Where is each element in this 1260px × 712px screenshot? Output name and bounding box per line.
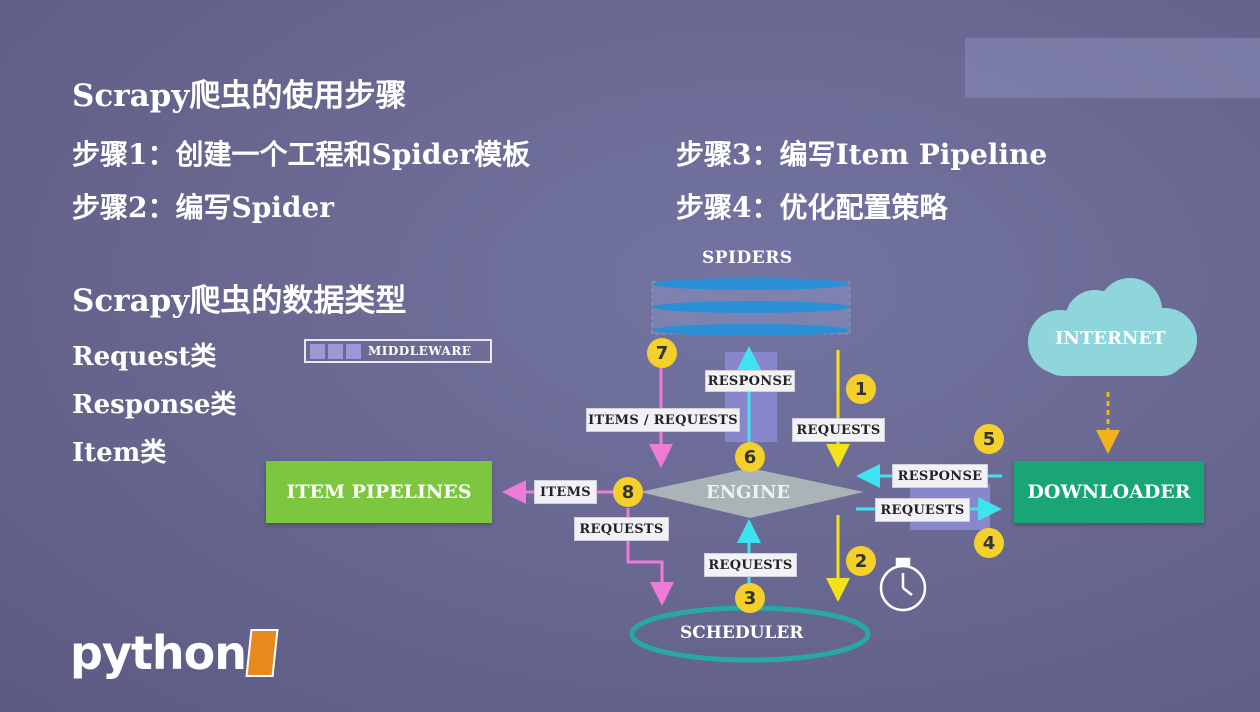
middleware-swatch <box>328 343 343 359</box>
step-badge-7: 7 <box>647 338 677 368</box>
requests-out-tag: REQUESTS <box>875 498 970 522</box>
types-title: Scrapy爬虫的数据类型 <box>72 283 407 319</box>
python-logo-text: python <box>70 626 247 680</box>
step-badge-6: 6 <box>735 442 765 472</box>
python-logo-badge <box>245 629 279 677</box>
step-badge-4: 4 <box>974 528 1004 558</box>
step-badge-8: 8 <box>613 477 643 507</box>
requests-3-tag: REQUESTS <box>704 553 797 577</box>
internet-cloud <box>1028 278 1197 376</box>
item-pipelines-box: ITEM PIPELINES <box>266 461 492 523</box>
type-item: Item类 <box>72 438 167 468</box>
step-badge-1: 1 <box>846 374 876 404</box>
downloader-box: DOWNLOADER <box>1014 461 1204 523</box>
middleware-swatch <box>310 343 325 359</box>
engine-label: ENGINE <box>706 482 791 503</box>
page-title: Scrapy爬虫的使用步骤 <box>72 78 407 114</box>
middleware-legend: MIDDLEWARE <box>304 339 492 363</box>
response-in-tag: RESPONSE <box>892 464 988 488</box>
step-1: 步骤1：创建一个工程和Spider模板 <box>72 138 531 171</box>
internet-label: INTERNET <box>1055 328 1166 349</box>
requests-8-tag: REQUESTS <box>574 517 669 541</box>
faded-panel <box>965 38 1260 98</box>
stopwatch-icon <box>879 557 927 612</box>
middleware-swatch <box>346 343 361 359</box>
scheduler-label: SCHEDULER <box>680 623 804 643</box>
step-4: 步骤4：优化配置策略 <box>676 191 948 224</box>
step-badge-3: 3 <box>735 583 765 613</box>
type-request: Request类 <box>72 342 217 372</box>
response-up-tag: RESPONSE <box>705 370 795 392</box>
spiders-label: SPIDERS <box>702 248 793 268</box>
middleware-legend-label: MIDDLEWARE <box>368 344 472 358</box>
step-2: 步骤2：编写Spider <box>72 191 335 224</box>
items-tag: ITEMS <box>534 480 597 504</box>
python-logo: python <box>70 626 279 680</box>
type-response: Response类 <box>72 390 237 420</box>
step-badge-5: 5 <box>974 424 1004 454</box>
engine-shape <box>640 468 864 518</box>
spiders-icon <box>651 278 851 336</box>
step-badge-2: 2 <box>846 546 876 576</box>
requests-1-tag: REQUESTS <box>792 418 885 442</box>
items-requests-tag: ITEMS / REQUESTS <box>586 408 740 432</box>
step-3: 步骤3：编写Item Pipeline <box>676 138 1048 171</box>
